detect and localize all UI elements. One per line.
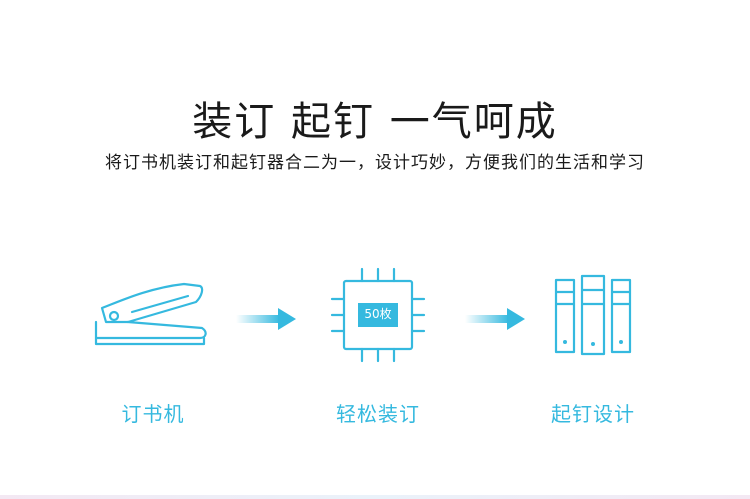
chip-icon (330, 267, 426, 363)
arrow-right-icon (465, 308, 525, 330)
page-title: 装订 起钉 一气呵成 (192, 98, 558, 145)
step-label-remover: 起钉设计 (551, 402, 635, 426)
arrow-right-icon (236, 308, 296, 330)
bottom-decor-bar (0, 495, 750, 499)
chip-badge: 50枚 (364, 307, 392, 321)
page-subtitle: 将订书机装订和起钉器合二为一，设计巧妙，方便我们的生活和学习 (105, 153, 645, 173)
step-label-stapling: 轻松装订 (336, 402, 420, 426)
staple-remover-icon (554, 274, 632, 356)
step-label-stapler: 订书机 (121, 402, 185, 426)
stapler-icon (94, 282, 207, 346)
